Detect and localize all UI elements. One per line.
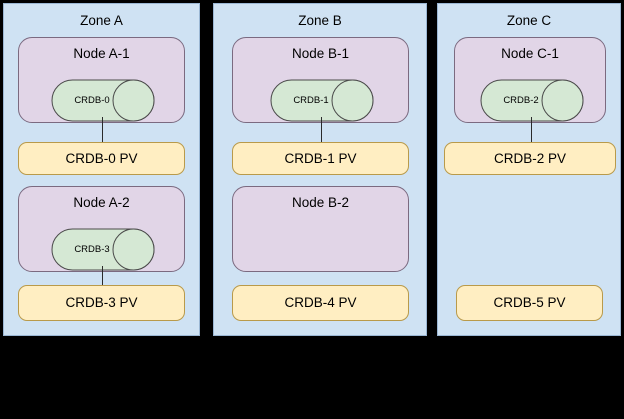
cylinder-shape-icon — [270, 79, 374, 122]
pv-crdb-1-label: CRDB-1 PV — [284, 150, 357, 166]
connector-node-c-1-to-pv — [531, 117, 532, 157]
zone-title-c: Zone C — [506, 13, 552, 28]
cylinder-shape-icon — [51, 228, 155, 271]
node-b-1-label: Node B-1 — [291, 46, 350, 61]
zone-title-b: Zone B — [298, 13, 342, 28]
pv-crdb-4[interactable]: CRDB-4 PV — [232, 285, 409, 321]
zone-container-c[interactable]: Zone C Node C-1 CRDB-2 CRDB-2 PV CRDB-5 … — [437, 3, 621, 336]
pv-crdb-3-label: CRDB-3 PV — [65, 295, 138, 310]
pv-crdb-5[interactable]: CRDB-5 PV — [456, 285, 603, 321]
pv-crdb-2[interactable]: CRDB-2 PV — [444, 142, 616, 175]
pv-crdb-0[interactable]: CRDB-0 PV — [18, 142, 185, 175]
pv-crdb-0-label: CRDB-0 PV — [65, 150, 138, 166]
zone-title-a: Zone A — [80, 13, 123, 28]
pv-crdb-5-label: CRDB-5 PV — [493, 295, 566, 310]
node-b-2[interactable]: Node B-2 — [232, 186, 409, 272]
node-c-1[interactable]: Node C-1 CRDB-2 — [454, 37, 606, 157]
node-c-1-label: Node C-1 — [501, 46, 559, 61]
pod-crdb-2[interactable]: CRDB-2 — [480, 79, 584, 122]
pv-crdb-3[interactable]: CRDB-3 PV — [18, 285, 185, 321]
node-a-1-label: Node A-1 — [73, 46, 130, 61]
connector-node-a-1-to-pv — [102, 117, 103, 157]
zone-container-b[interactable]: Zone B Node B-1 CRDB-1 CRDB-1 PV Node B-… — [213, 3, 427, 336]
node-b-1[interactable]: Node B-1 CRDB-1 — [232, 37, 409, 157]
pod-crdb-3[interactable]: CRDB-3 — [51, 228, 155, 271]
pod-crdb-1[interactable]: CRDB-1 — [270, 79, 374, 122]
pv-crdb-2-label: CRDB-2 PV — [493, 150, 566, 166]
pv-crdb-4-label: CRDB-4 PV — [284, 295, 357, 310]
node-a-1[interactable]: Node A-1 CRDB-0 — [18, 37, 185, 157]
connector-node-b-1-to-pv — [321, 117, 322, 157]
node-b-2-label: Node B-2 — [291, 195, 350, 210]
node-a-2[interactable]: Node A-2 CRDB-3 — [18, 186, 185, 306]
node-a-2-label: Node A-2 — [73, 195, 130, 210]
pod-crdb-0[interactable]: CRDB-0 — [51, 79, 155, 122]
pv-crdb-1[interactable]: CRDB-1 PV — [232, 142, 409, 175]
cylinder-shape-icon — [51, 79, 155, 122]
cylinder-shape-icon — [480, 79, 584, 122]
zone-container-a[interactable]: Zone A Node A-1 CRDB-0 CRDB-0 PV Node A-… — [3, 3, 200, 336]
